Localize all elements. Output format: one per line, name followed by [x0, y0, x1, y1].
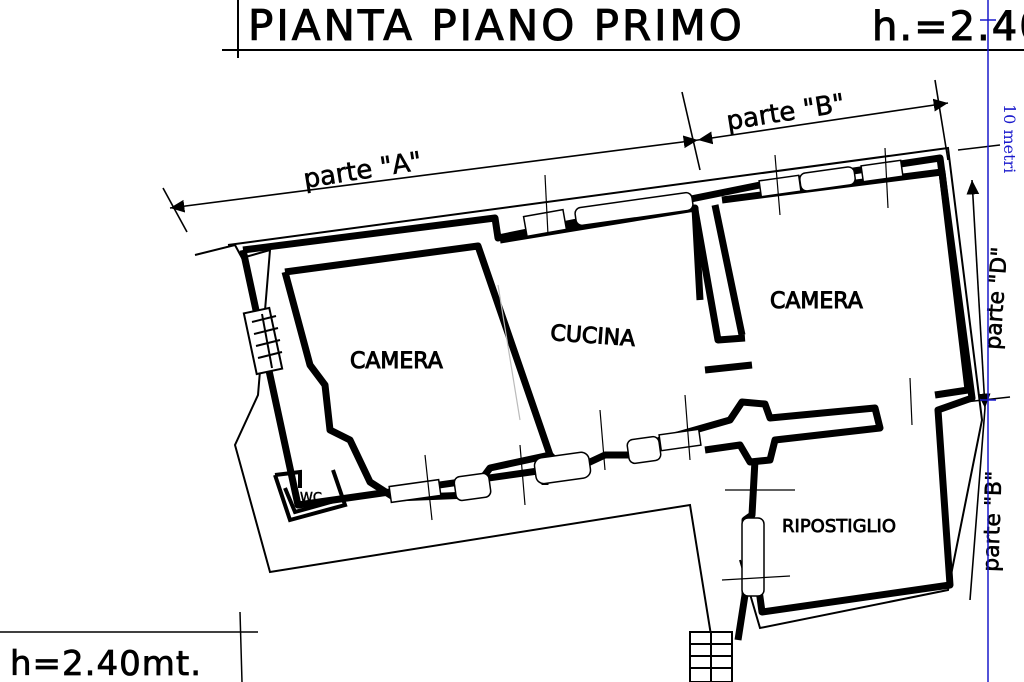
dimension-line-part-d	[966, 179, 991, 409]
room-label-camera-right: CAMERA	[770, 289, 863, 314]
dimension-line-part-b	[697, 98, 949, 145]
room-label-wc: WC	[300, 491, 322, 506]
title-frame	[222, 0, 1024, 58]
wc-box	[273, 469, 348, 523]
outer-perimeter	[194, 146, 984, 661]
room-label-camera-left: CAMERA	[350, 349, 443, 374]
plan-title: PIANTA PIANO PRIMO	[248, 1, 745, 50]
dimension-line-part-b-right	[969, 407, 986, 601]
scale-label: 10 metri	[1000, 104, 1019, 173]
stair-bottom	[689, 631, 733, 682]
dimension-line-part-a	[169, 135, 699, 213]
room-label-cucina: CUCINA	[550, 321, 636, 352]
walls	[239, 154, 976, 641]
height-note: h=2.40mt.	[10, 644, 202, 682]
stair-left	[242, 306, 284, 376]
windows	[388, 159, 904, 597]
tick-marks	[424, 147, 913, 581]
scale-bar	[980, 0, 996, 682]
label-part-b-top: parte "B"	[724, 89, 847, 137]
label-part-d: parte "D"	[981, 246, 1013, 350]
label-part-a: parte "A"	[301, 147, 424, 195]
height-note-frame	[0, 611, 258, 682]
room-label-ripostiglio: RIPOSTIGLIO	[782, 516, 896, 537]
dimension-lines	[162, 79, 1011, 601]
plan-height-title: h.=2.40	[872, 4, 1024, 50]
label-part-b-right: parte "B"	[979, 470, 1008, 572]
